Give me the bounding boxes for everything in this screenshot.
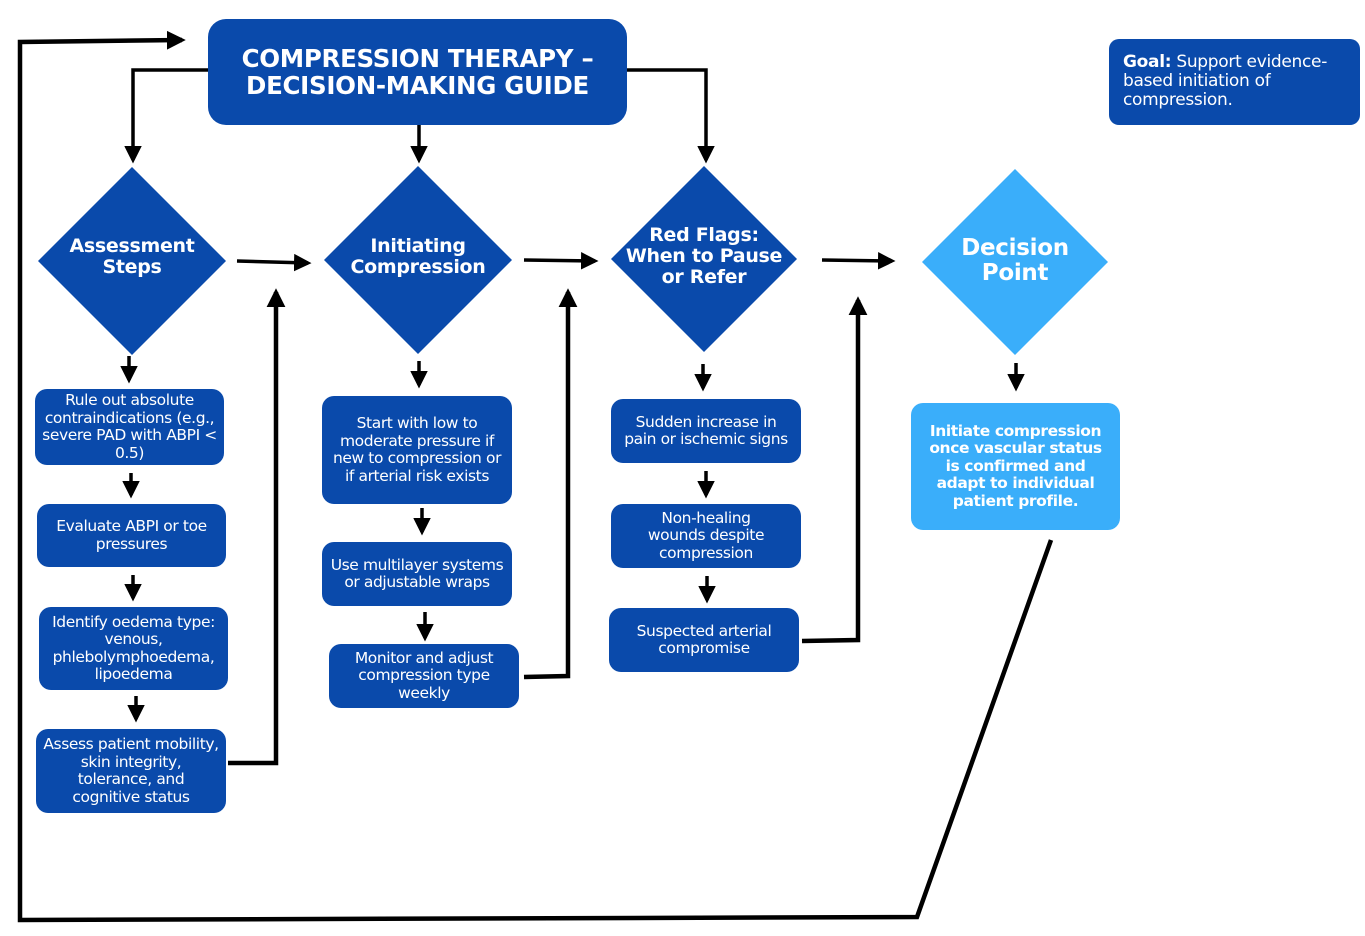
title-line-1: COMPRESSION THERAPY – — [241, 44, 594, 73]
connector-title-to-redflags — [627, 68, 715, 164]
goal-note: Goal: Support evidence-based initiation … — [1109, 39, 1360, 125]
connector-initiating-to-redflags — [523, 252, 599, 270]
diamond-shape — [922, 169, 1108, 355]
step-initiate-compression: Initiate compression once vascular statu… — [911, 403, 1120, 530]
diamond-label-line: Compression — [350, 256, 486, 278]
step-text: Assess patient mobility, skin integrity,… — [43, 735, 219, 806]
diamond-shape — [38, 167, 226, 355]
diamond-label-line: Initiating — [370, 235, 466, 257]
diamond-label-line: Decision — [961, 235, 1069, 261]
connector-return-loop — [17, 30, 1054, 923]
diamond-decision-point: Decision Point — [922, 169, 1108, 355]
step-sudden-pain: Sudden increase in pain or ischemic sign… — [611, 399, 801, 463]
step-arterial-compromise: Suspected arterial compromise — [609, 608, 799, 672]
diamond-shape — [324, 166, 512, 354]
connector-red-loop — [801, 296, 868, 644]
step-identify-oedema: Identify oedema type: venous, phlebolymp… — [39, 607, 228, 690]
step-text: Initiate compression once vascular statu… — [929, 421, 1102, 510]
step-text: Use multilayer systems or adjustable wra… — [330, 555, 504, 591]
diamond-label-line: or Refer — [661, 265, 747, 288]
connector-init-loop — [523, 288, 578, 680]
connector-assessment-to-initiating — [236, 253, 312, 272]
step-start-low-pressure: Start with low to moderate pressure if n… — [322, 396, 512, 504]
step-text: Identify oedema type: venous, phlebolymp… — [52, 612, 215, 683]
connector-title-to-assessment — [124, 68, 208, 164]
diamond-label-line: Red Flags: — [649, 223, 759, 246]
step-text: Suspected arterial compromise — [636, 621, 772, 657]
step-rule-out-contraindications: Rule out absolute contraindications (e.g… — [35, 389, 224, 465]
diamond-label-line: When to Pause — [625, 244, 783, 267]
diamond-label-line: Assessment — [69, 235, 195, 257]
connector-assess-loop — [228, 288, 286, 766]
title-line-2: DECISION-MAKING GUIDE — [246, 71, 589, 100]
step-monitor-adjust: Monitor and adjust compression type week… — [329, 644, 519, 708]
diamond-label-line: Point — [981, 260, 1049, 286]
page-title: COMPRESSION THERAPY – DECISION-MAKING GU… — [208, 19, 627, 125]
diamond-assessment-steps: Assessment Steps — [38, 167, 226, 355]
goal-text: Support evidence-based initiation of com… — [1123, 52, 1328, 110]
diamond-initiating-compression: Initiating Compression — [324, 166, 512, 354]
step-multilayer-systems: Use multilayer systems or adjustable wra… — [322, 542, 512, 606]
step-text: Rule out absolute contraindications (e.g… — [42, 391, 217, 462]
step-non-healing-wounds: Non-healing wounds despite compression — [611, 504, 801, 568]
goal-label: Goal: — [1123, 52, 1172, 72]
step-evaluate-abpi: Evaluate ABPI or toe pressures — [37, 504, 226, 567]
connector-redflags-to-decision — [821, 252, 896, 270]
step-text: Evaluate ABPI or toe pressures — [56, 517, 207, 553]
diamond-label-line: Steps — [102, 256, 162, 278]
step-assess-patient: Assess patient mobility, skin integrity,… — [36, 729, 226, 813]
step-text: Sudden increase in pain or ischemic sign… — [624, 412, 788, 448]
diamond-red-flags: Red Flags: When to Pause or Refer — [611, 166, 797, 352]
diamond-shape — [611, 166, 797, 352]
step-text: Non-healing wounds despite compression — [647, 508, 765, 562]
step-text: Start with low to moderate pressure if n… — [332, 414, 502, 485]
step-text: Monitor and adjust compression type week… — [354, 648, 494, 702]
